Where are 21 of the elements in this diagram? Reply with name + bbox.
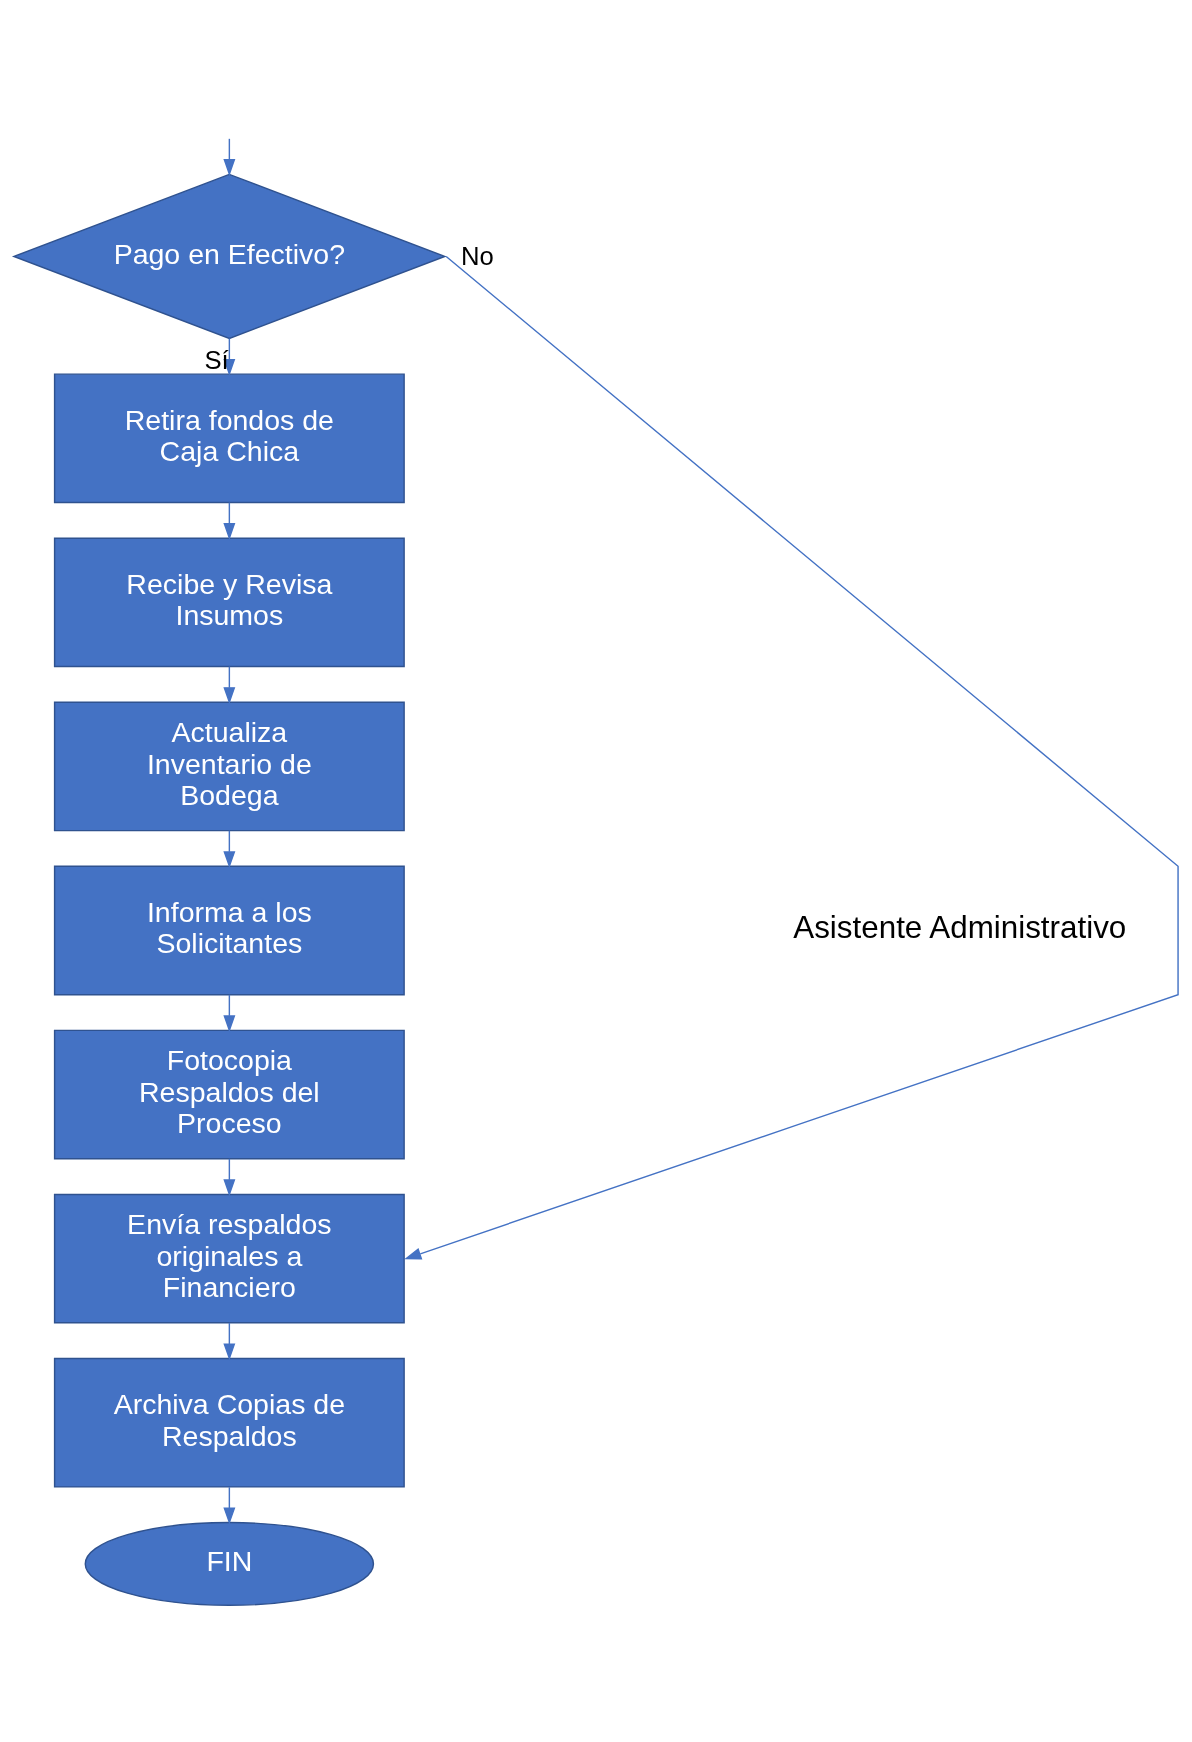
node-box: Envía respaldos originales a Financiero — [53, 1193, 405, 1324]
node-box: Informa a los Solicitantes — [53, 865, 405, 995]
arrow — [223, 1486, 236, 1525]
arrow — [223, 137, 236, 176]
node-diamond: Pago en Efectivo? — [11, 173, 447, 339]
node-box: Archiva Copias de Respaldos — [53, 1357, 405, 1488]
arrow — [223, 501, 236, 540]
node-ellipse: FIN — [84, 1521, 375, 1606]
label: Asistente Administrativo — [793, 909, 1127, 945]
node-box: Fotocopia Respaldos del Proceso — [53, 1029, 405, 1159]
arrow — [223, 993, 236, 1032]
edge-label: Sí — [204, 345, 229, 374]
edge-label: No — [461, 241, 494, 270]
node-box: Recibe y Revisa Insumos — [53, 536, 405, 667]
arrow — [223, 1157, 236, 1196]
arrow — [404, 255, 1179, 1259]
node-box: Actualiza Inventario de Bodega — [53, 701, 405, 831]
arrow — [223, 829, 236, 868]
arrow — [223, 665, 236, 704]
node-box: Retira fondos de Caja Chica — [53, 372, 405, 503]
arrow — [223, 1321, 236, 1361]
